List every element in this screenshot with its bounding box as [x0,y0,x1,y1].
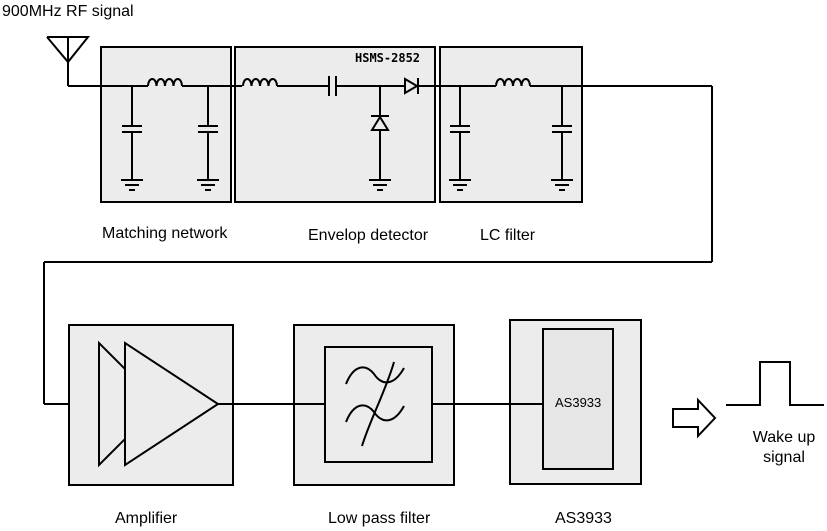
diode-icon [404,77,419,95]
diode-part-label: HSMS-2852 [355,51,421,65]
capacitor-icon [122,86,142,180]
wake-up-line-2: signal [763,449,805,466]
filter-icon [345,361,405,447]
capacitor-icon [450,86,470,180]
pulse-icon [726,361,824,406]
stage-label-envelop-detector: Envelop detector [308,227,429,244]
ground-icon [197,179,219,191]
diode-icon [370,86,390,180]
ic-label: AS3933 [555,395,602,410]
stage-label-as3933: AS3933 [555,510,612,527]
stage-label-lc-filter: LC filter [480,227,536,244]
ground-icon [369,179,391,191]
ic-chip [542,328,614,470]
inductor-icon [242,78,278,87]
lc-filter-box [439,46,583,203]
stage-label-amplifier: Amplifier [115,510,178,527]
arrow-right-icon [672,397,717,439]
envelop-detector-box [234,46,436,203]
inductor-icon [147,78,183,87]
matching-network-box [100,46,232,203]
ground-icon [121,179,143,191]
rf-signal-wire [43,85,713,405]
ground-icon [449,179,471,191]
capacitor-icon [328,76,337,96]
wake-up-line-1: Wake up [752,429,816,446]
stage-label-low-pass-filter: Low pass filter [328,510,431,527]
wake-up-signal-label: Wake up signal [753,428,816,468]
antenna-icon [46,36,91,86]
amplifier-icon [98,340,220,468]
capacitor-icon [552,86,572,180]
stage-label-matching-network: Matching network [102,225,228,242]
ground-icon [551,179,573,191]
inductor-icon [495,78,531,87]
signal-label: 900MHz RF signal [2,3,134,20]
capacitor-icon [198,86,218,180]
